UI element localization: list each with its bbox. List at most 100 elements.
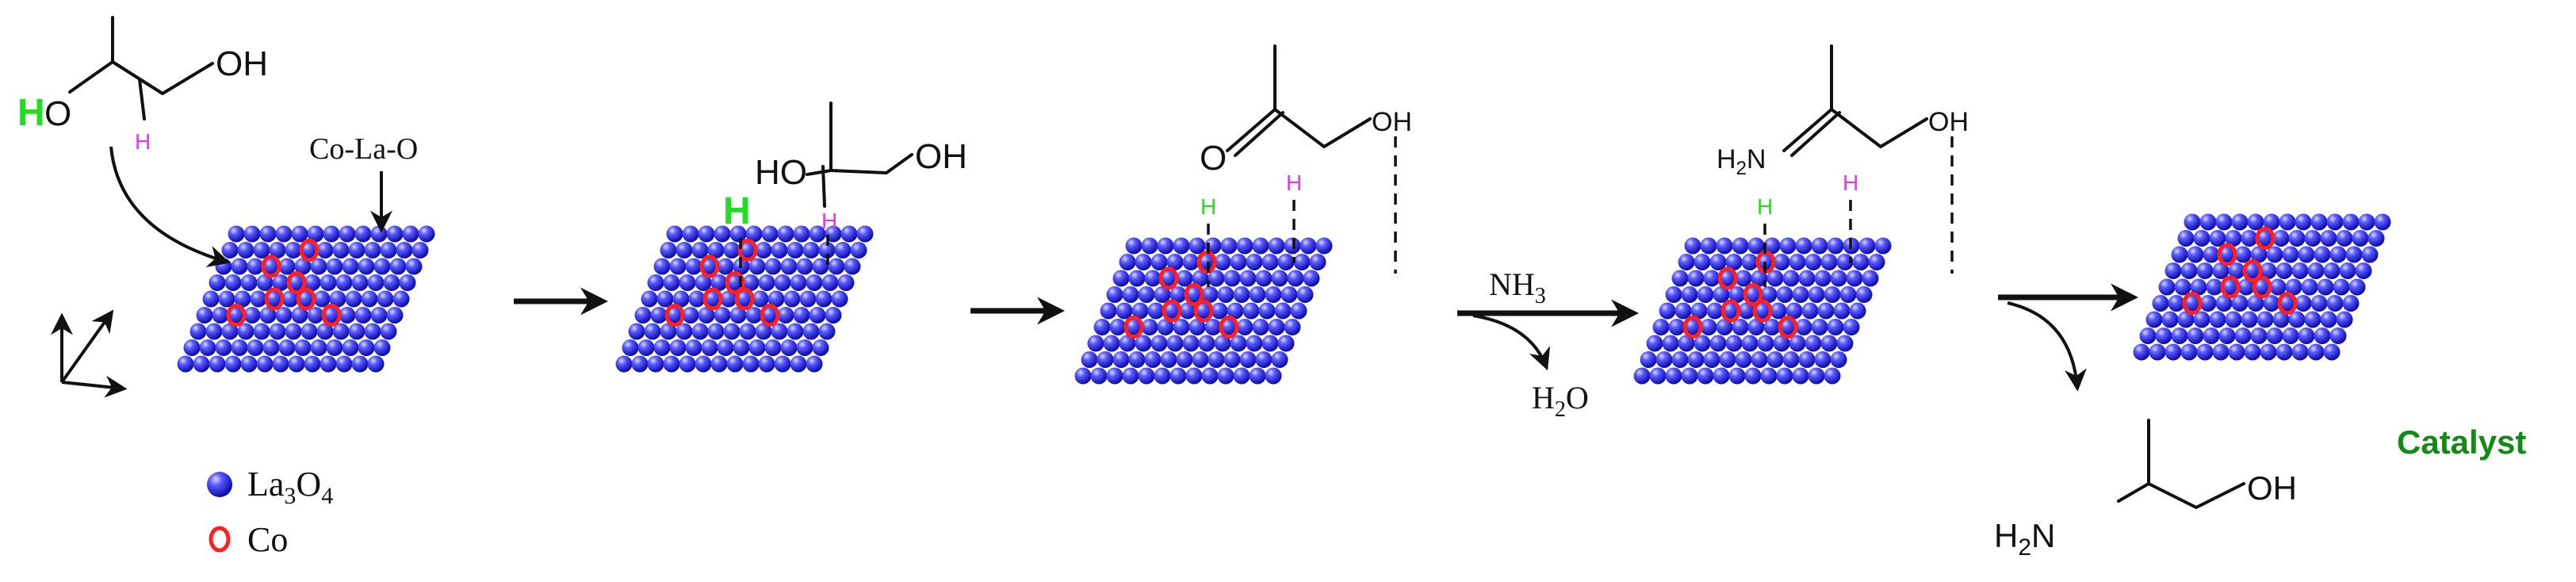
la3o4-sphere (1188, 319, 1206, 335)
la3o4-sphere (316, 242, 334, 258)
magenta-hydrogen: H (135, 129, 151, 154)
la3o4-sphere (695, 355, 712, 373)
la3o4-sphere (1754, 302, 1771, 320)
la3o4-sphere (2266, 327, 2283, 344)
la3o4-sphere (1128, 270, 1146, 287)
la3o4-sphere (1719, 270, 1736, 287)
la3o4-sphere (1684, 319, 1701, 335)
la3o4-sphere (2291, 343, 2309, 361)
la3o4-sphere (2234, 246, 2252, 263)
la3o4-sphere (1738, 302, 1755, 320)
la3o4-sphere (755, 323, 772, 340)
la3o4-sphere (2314, 327, 2331, 344)
la3o4-sphere (672, 290, 690, 308)
la3o4-sphere (1732, 237, 1749, 255)
la3o4-sphere (1795, 237, 1812, 255)
la3o4-sphere (1849, 302, 1866, 320)
la3o4-sphere (748, 339, 766, 356)
co-site (2255, 227, 2276, 250)
la3o4-sphere (761, 307, 779, 324)
la3o4-sphere (809, 225, 826, 243)
la3o4-sphere (1694, 335, 1711, 352)
la3o4-sphere (628, 323, 645, 340)
la3o4-sphere (237, 242, 255, 258)
la3o4-sphere (2282, 327, 2299, 344)
la3o4-sphere (1246, 254, 1263, 270)
product-release-arrow (2007, 301, 2087, 392)
la3o4-sphere (2209, 230, 2226, 247)
la3o4-sphere (1106, 367, 1123, 385)
la3o4-sphere (1716, 237, 1733, 255)
aminopropanol-product: H2N OH (1994, 419, 2297, 561)
la3o4-sphere (634, 307, 652, 324)
ketone-green-hydrogen: H (1200, 194, 1216, 219)
la3o4-sphere (1303, 270, 1320, 287)
la3o4-sphere (806, 355, 823, 373)
la3o4-sphere (2215, 213, 2233, 231)
la3o4-sphere (297, 290, 315, 308)
la3o4-sphere (2228, 262, 2245, 279)
la3o4-sphere (856, 225, 874, 243)
la3o4-sphere (1874, 237, 1892, 255)
la3o4-sphere (669, 258, 687, 275)
la3o4-sphere (1284, 319, 1301, 335)
la3o4-sphere (1131, 302, 1149, 320)
co-site (1196, 251, 1217, 274)
la3o4-sphere (1786, 302, 1803, 320)
la3o4-sphere (1125, 319, 1143, 335)
la3o4-sphere (2355, 262, 2372, 279)
la3o4-sphere (2171, 246, 2188, 263)
la3o4-sphere (650, 307, 668, 324)
la3o4-sphere (761, 225, 779, 243)
la3o4-sphere (793, 307, 810, 324)
la3o4-sphere (2352, 230, 2369, 247)
la3o4-sphere (335, 355, 353, 373)
la3o4-sphere (411, 242, 429, 258)
la3o4-sphere (310, 339, 327, 356)
la3o4-sphere (1694, 254, 1711, 270)
la3o4-sphere (1233, 286, 1250, 303)
la3o4-sphere (1208, 351, 1225, 368)
la3o4-sphere (1296, 286, 1314, 303)
la3o4-sphere (1271, 351, 1288, 368)
la3o4-sphere (392, 290, 410, 308)
la3o4-sphere (288, 274, 305, 291)
la3o4-sphere (1223, 270, 1241, 287)
la3o4-sphere (259, 225, 277, 243)
la3o4-sphere (679, 355, 696, 373)
la3o4-sphere (348, 242, 366, 258)
la3o4-sphere (1220, 237, 1238, 255)
la3o4-sphere (771, 323, 788, 340)
la3o4-sphere (240, 274, 258, 291)
la3o4-sphere (358, 258, 375, 275)
la3o4-sphere (1097, 351, 1114, 368)
la3o4-sphere (676, 323, 693, 340)
la3o4-sphere (1293, 254, 1311, 270)
la3o4-sphere (1230, 335, 1247, 352)
catalyst-slab-1 (177, 225, 435, 373)
la3o4-sphere (215, 339, 232, 356)
la3o4-sphere (1287, 270, 1304, 287)
la3o4-sphere (1868, 254, 1885, 270)
la3o4-sphere (717, 258, 734, 275)
la3o4-sphere (1655, 351, 1673, 368)
la3o4-sphere (2295, 295, 2312, 312)
la3o4-sphere (285, 242, 302, 258)
la3o4-sphere (729, 307, 747, 324)
la3o4-sphere (243, 307, 261, 324)
la3o4-sphere (1185, 367, 1203, 385)
la3o4-sphere (2314, 246, 2331, 263)
la3o4-sphere (698, 225, 715, 243)
la3o4-sphere (342, 258, 359, 275)
la3o4-sphere (1665, 286, 1682, 303)
la3o4-sphere (1709, 335, 1727, 352)
la3o4-sphere (2133, 343, 2150, 361)
la3o4-sphere (745, 307, 763, 324)
la3o4-sphere (701, 339, 718, 356)
la3o4-sphere (745, 225, 763, 243)
la3o4-sphere (199, 339, 216, 356)
la3o4-sphere (1258, 302, 1276, 320)
la3o4-sphere (2269, 278, 2287, 296)
diol-green-hydrogen: H (723, 190, 751, 232)
la3o4-sphere (2307, 262, 2325, 279)
